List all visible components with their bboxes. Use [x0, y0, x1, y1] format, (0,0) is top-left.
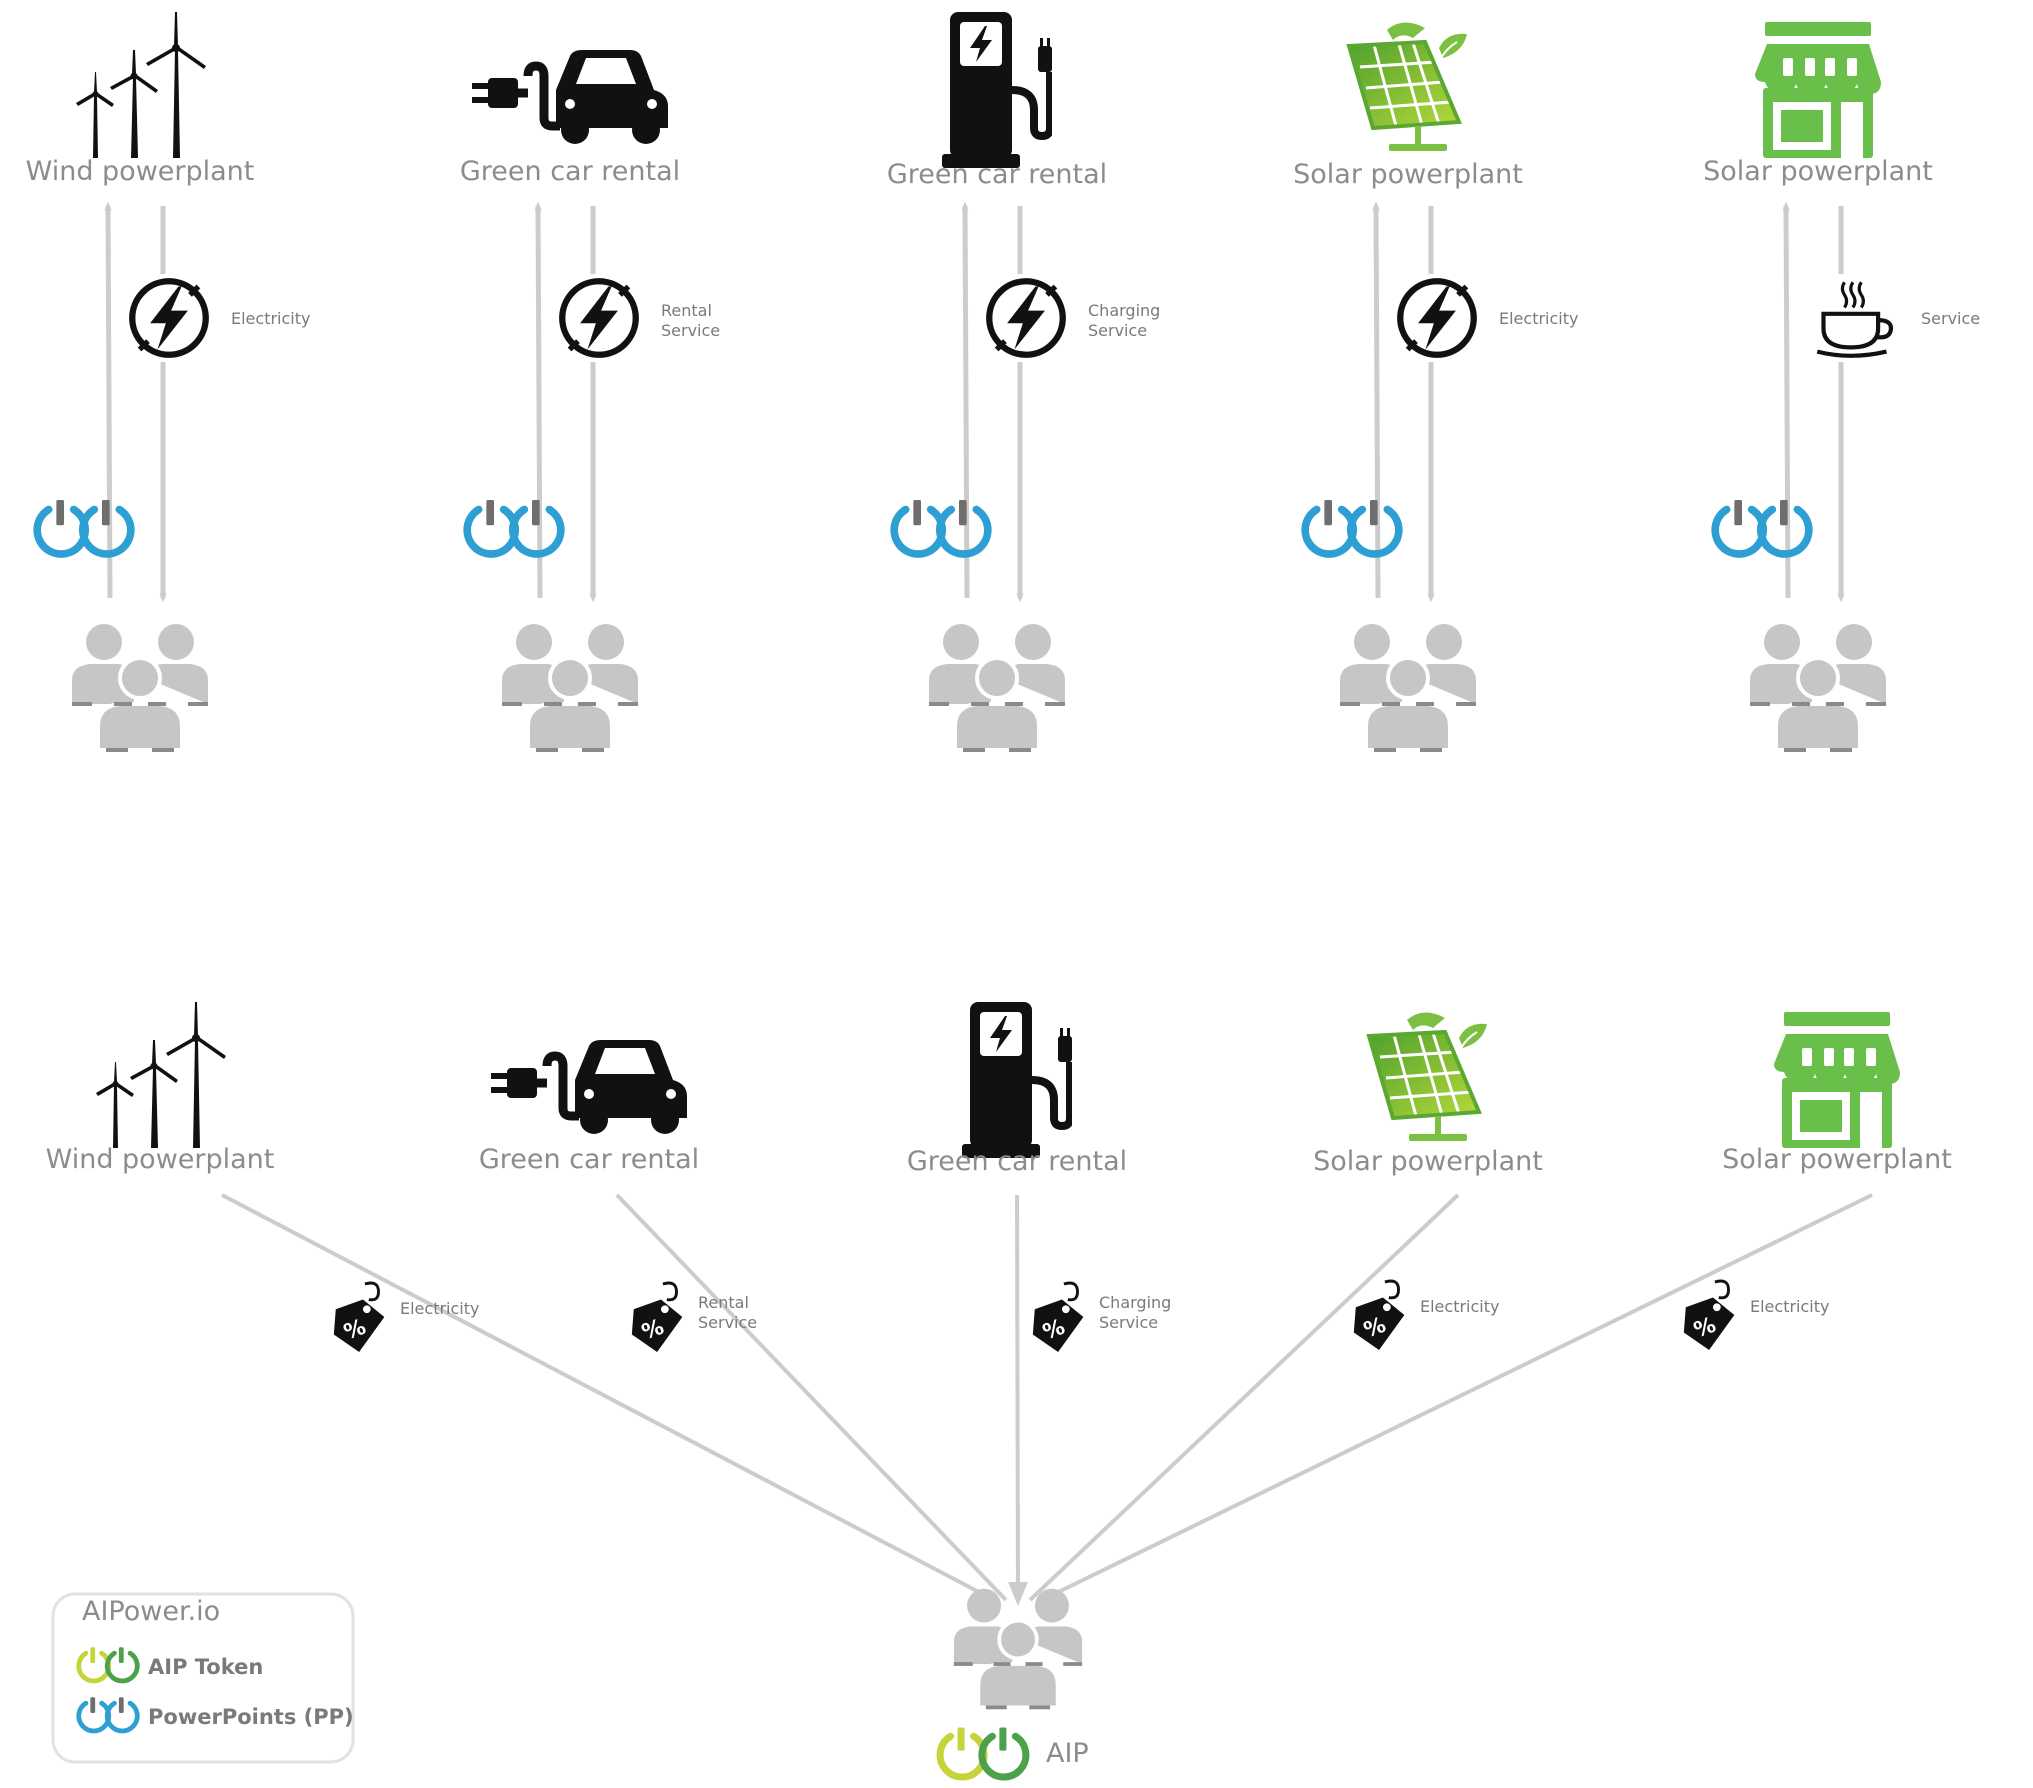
aip-hub: AIP	[936, 1586, 1089, 1781]
top-flow-label: Service	[1921, 309, 1980, 328]
powerpoints-legend-icon	[76, 1697, 140, 1734]
pp-token-icon	[1711, 500, 1813, 558]
top-provider-label: Wind powerplant	[26, 156, 255, 187]
users-group-icon	[1748, 622, 1888, 752]
bottom-provider-label: Wind powerplant	[46, 1144, 275, 1175]
bottom-flow-label: Rental	[698, 1293, 749, 1312]
top-flow-label: Rental	[661, 301, 712, 320]
top-provider-label: Solar powerplant	[1293, 159, 1523, 190]
bottom-provider-label: Green car rental	[479, 1144, 699, 1175]
pp-token-icon	[33, 500, 135, 558]
top-flow-label: Service	[661, 321, 720, 340]
solar-panel-icon	[1347, 20, 1469, 154]
users-group-icon	[70, 622, 210, 752]
pp-token-icon	[1301, 500, 1403, 558]
electric-car-icon	[491, 1040, 687, 1134]
token-arrow-up	[961, 201, 970, 599]
bottom-flow-label: Electricity	[1420, 1297, 1499, 1316]
hub-arrowhead	[1008, 1582, 1028, 1606]
bottom-flow-label: Charging	[1099, 1293, 1171, 1312]
store-icon	[1755, 22, 1881, 158]
discount-tag-icon	[1682, 1279, 1736, 1352]
token-arrow-up	[534, 201, 543, 599]
top-provider-label: Solar powerplant	[1703, 156, 1933, 187]
users-group-icon	[952, 1586, 1084, 1710]
store-icon	[1774, 1012, 1900, 1148]
top-flow-label: Service	[1088, 321, 1147, 340]
aip-token-legend-icon	[76, 1647, 140, 1684]
users-group-icon	[1338, 622, 1478, 752]
bottom-provider-label: Solar powerplant	[1313, 1146, 1543, 1177]
bottom-flow-label: Electricity	[1750, 1297, 1829, 1316]
pp-token-icon	[76, 1697, 140, 1734]
aip-token-icon	[76, 1647, 140, 1684]
legend-item-powerpoints: PowerPoints (PP)	[148, 1705, 354, 1729]
pp-token-icon	[463, 500, 565, 558]
wind-turbines-icon	[96, 1002, 226, 1148]
top-flow-label: Electricity	[231, 309, 310, 328]
wind-turbines-icon	[76, 12, 206, 158]
legend-item-aip-token: AIP Token	[148, 1655, 263, 1679]
discount-tag-icon	[1352, 1279, 1406, 1352]
charging-station-icon	[962, 1002, 1072, 1158]
top-provider-label: Green car rental	[887, 159, 1107, 190]
legend-box	[51, 1592, 355, 1764]
discount-flow-line	[615, 1193, 1008, 1602]
token-arrow-up	[1372, 201, 1381, 599]
users-group-icon	[500, 622, 640, 752]
bottom-flow-label: Electricity	[400, 1299, 479, 1318]
discount-tag-icon	[630, 1281, 684, 1354]
discount-flow-line	[1015, 1194, 1020, 1601]
discount-tag-icon	[1031, 1281, 1085, 1354]
bottom-flow-label: Service	[698, 1313, 757, 1332]
top-flow-label: Electricity	[1499, 309, 1578, 328]
legend-title: AIPower.io	[82, 1596, 220, 1627]
discount-flow-line	[1041, 1193, 1873, 1602]
discount-tag-icon	[332, 1281, 386, 1354]
top-provider-label: Green car rental	[460, 156, 680, 187]
token-arrow-up	[104, 201, 113, 599]
pp-token-icon	[890, 500, 992, 558]
flow-arrows	[104, 201, 1873, 1606]
legend: AIPower.io AIP Token PowerPoints (PP)	[51, 1592, 355, 1764]
aip-token-icon	[936, 1727, 1030, 1781]
bottom-flow-label: Service	[1099, 1313, 1158, 1332]
bottom-provider-label: Green car rental	[907, 1146, 1127, 1177]
discount-flow-line	[221, 1193, 995, 1602]
top-flow-label: Charging	[1088, 301, 1160, 320]
charging-station-icon	[942, 12, 1052, 168]
discount-flow-line	[1028, 1193, 1460, 1602]
electric-car-icon	[472, 50, 668, 144]
bottom-provider-label: Solar powerplant	[1722, 1144, 1952, 1175]
token-arrow-up	[1782, 201, 1791, 599]
users-group-icon	[927, 622, 1067, 752]
hub-label: AIP	[1046, 1738, 1089, 1769]
solar-panel-icon	[1367, 1010, 1489, 1143]
